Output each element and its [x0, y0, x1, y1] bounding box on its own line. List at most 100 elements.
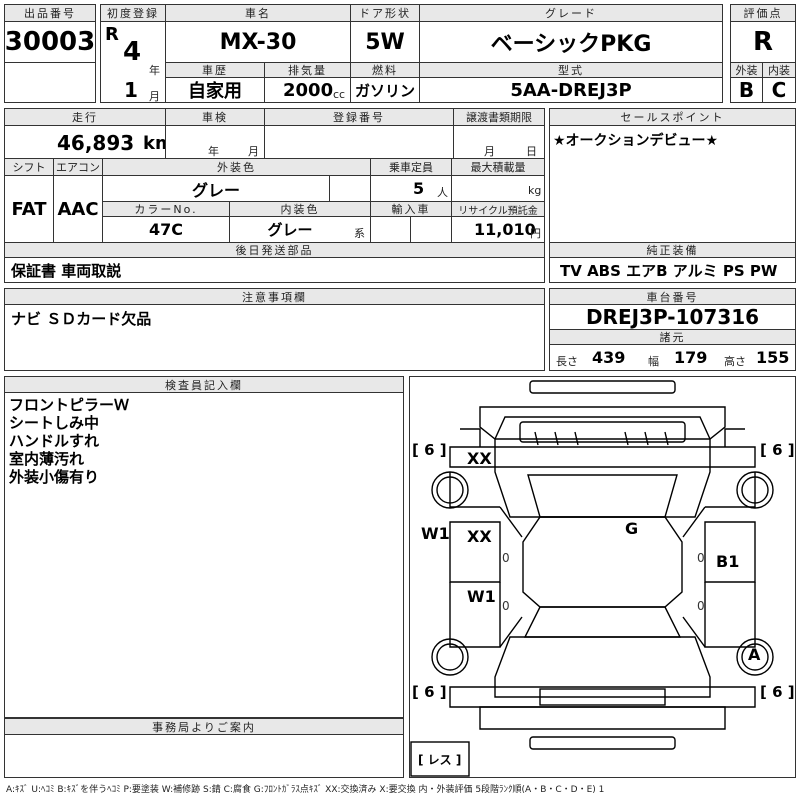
- int-color: グレー: [267, 221, 313, 239]
- door-type: 5W: [365, 29, 405, 55]
- fuel: ガソリン: [354, 81, 415, 100]
- ext-color: グレー: [191, 180, 240, 200]
- later-parts-cell: 保証書 車両取説: [4, 257, 545, 283]
- reg-month-unit: 月: [149, 90, 160, 103]
- lot-no-cell: 30003: [4, 21, 96, 63]
- ext-color-cell: グレー: [102, 175, 330, 202]
- notes-cell: ナビ ＳＤカード欠品: [4, 304, 545, 371]
- history: 自家用: [188, 81, 242, 102]
- int-color-label: 内装色: [229, 201, 371, 217]
- inspector-note: フロントピラーＷ: [9, 395, 130, 414]
- tire-front-left: [ 6 ]: [412, 441, 447, 459]
- score-cell: R: [730, 21, 796, 63]
- score-label: 評価点: [730, 4, 796, 22]
- shaken-label: 車検: [165, 108, 265, 126]
- grade: ベーシックPKG: [490, 32, 652, 57]
- notes: ナビ ＳＤカード欠品: [11, 309, 152, 328]
- dimensions-label: 諸元: [549, 329, 796, 345]
- first-reg-label: 初度登録: [100, 4, 166, 22]
- mileage-label: 走行: [4, 108, 166, 126]
- zero-mark: 0: [697, 599, 705, 613]
- tire-rear-left: [ 6 ]: [412, 683, 447, 701]
- shift-label: シフト: [4, 158, 54, 176]
- chassis-label: 車台番号: [549, 288, 796, 305]
- door-type-cell: 5W: [350, 21, 420, 63]
- damage-mark-rear-door-right: B1: [716, 552, 740, 571]
- exterior-cell: B: [730, 77, 763, 103]
- damage-mark-rear-wheel-right: A: [748, 645, 761, 664]
- chassis-number: DREJ3P-107316: [585, 305, 760, 329]
- later-parts-label: 後日発送部品: [4, 242, 545, 258]
- damage-mark-rear-door-left: W1: [467, 587, 496, 606]
- transfer-day-unit: 日: [526, 145, 537, 158]
- height: 155: [756, 348, 790, 367]
- color-no: 47C: [148, 220, 183, 239]
- ext-color-extra-cell: [329, 175, 371, 202]
- int-color-cell: グレー 系: [229, 216, 371, 243]
- sales-point-label: セールスポイント: [549, 108, 796, 126]
- aircon: AAC: [57, 198, 99, 220]
- fuel-cell: ガソリン: [350, 77, 420, 103]
- spare-tire: [ レス ]: [418, 752, 462, 767]
- import-cell-b: [410, 216, 452, 243]
- shaken-month-unit: 月: [248, 145, 259, 158]
- inspector-note: シートしみ中: [9, 413, 100, 432]
- model-code-cell: 5AA-DREJ3P: [419, 77, 723, 103]
- sales-point-cell: ★オークションデビュー★: [549, 125, 796, 243]
- history-label: 車歴: [165, 62, 265, 78]
- transfer-label: 譲渡書類期限: [453, 108, 545, 126]
- interior-cell: C: [762, 77, 796, 103]
- recycle-fee: 11,010: [474, 220, 536, 239]
- height-label: 高さ: [724, 355, 746, 368]
- zero-mark: 0: [502, 551, 510, 565]
- tire-rear-right: [ 6 ]: [760, 683, 795, 701]
- sales-point: ★オークションデビュー★: [553, 133, 719, 149]
- inspector-note: ハンドルすれ: [9, 431, 100, 450]
- inspector-note: 外装小傷有り: [9, 467, 100, 486]
- office-cell: [4, 734, 404, 778]
- inspector-note: 室内薄汚れ: [9, 449, 85, 468]
- recycle-label: リサイクル預託金: [451, 201, 545, 217]
- score: R: [752, 27, 774, 57]
- footer-legend: A:ｷｽﾞ U:ﾍｺﾐ B:ｷｽﾞを伴うﾍｺﾐ P:要塗装 W:補修跡 S:錆 …: [6, 785, 605, 795]
- import-cell-a: [370, 216, 411, 243]
- car-name: MX-30: [219, 29, 297, 55]
- length: 439: [592, 348, 626, 367]
- damage-mark-hood-left: XX: [467, 449, 492, 468]
- chassis-cell: DREJ3P-107316: [549, 304, 796, 330]
- lot-number: 30003: [4, 27, 96, 57]
- tire-front-right: [ 6 ]: [760, 441, 795, 459]
- car-condition-diagram: [ 6 ] [ 6 ] [ 6 ] [ 6 ] XX XX W1 W1 G B1…: [409, 376, 796, 778]
- max-load-label: 最大積載量: [451, 158, 545, 176]
- recycle-unit: 円: [530, 227, 541, 240]
- shift-cell: FAT: [4, 175, 54, 243]
- genuine-equip: TV ABS エアB アルミ PS PW: [560, 261, 778, 280]
- shift: FAT: [11, 198, 47, 220]
- width-label: 幅: [648, 355, 659, 368]
- history-cell: 自家用: [165, 77, 265, 103]
- interior-score: C: [771, 78, 787, 102]
- model-code: 5AA-DREJ3P: [510, 79, 632, 101]
- grade-cell: ベーシックPKG: [419, 21, 723, 63]
- displacement-label: 排気量: [264, 62, 351, 78]
- mileage: 46,893: [57, 131, 135, 155]
- mileage-cell: 46,893 km: [4, 125, 174, 159]
- max-load-cell: kg: [451, 175, 545, 202]
- dimensions-cell: 長さ 439 幅 179 高さ 155: [549, 344, 796, 371]
- ext-color-label: 外装色: [102, 158, 371, 176]
- shaken-cell: 年 月: [165, 125, 265, 159]
- grade-label: グレード: [419, 4, 723, 22]
- car-name-label: 車名: [165, 4, 351, 22]
- shaken-year-unit: 年: [208, 145, 219, 158]
- length-label: 長さ: [556, 355, 578, 368]
- genuine-equip-label: 純正装備: [549, 242, 796, 258]
- inspector-label: 検査員記入欄: [4, 376, 404, 393]
- damage-mark-pillar-left: W1: [421, 524, 450, 543]
- aircon-label: エアコン: [53, 158, 103, 176]
- exterior-label: 外装: [730, 62, 763, 78]
- fuel-label: 燃料: [350, 62, 420, 78]
- genuine-equip-cell: TV ABS エアB アルミ PS PW: [549, 257, 796, 283]
- transfer-cell: 月 日: [453, 125, 545, 159]
- lot-no-label: 出品番号: [4, 4, 96, 22]
- inspector-cell: フロントピラーＷ シートしみ中 ハンドルすれ 室内薄汚れ 外装小傷有り: [4, 392, 404, 718]
